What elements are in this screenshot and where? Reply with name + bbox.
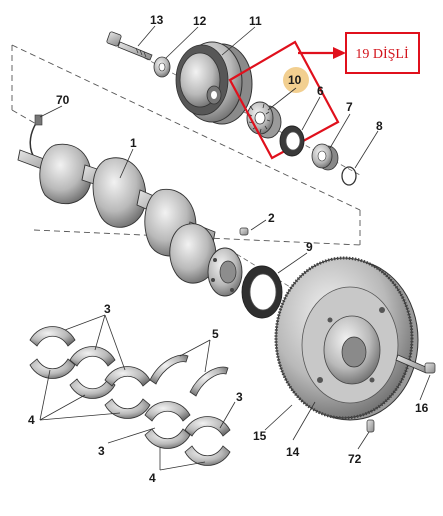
part-number-labels: 13 12 11 10 70 6 7 8 1 2 9 3 5 4 3 3 16 … [28, 13, 429, 485]
highlight-badge [283, 67, 309, 93]
pulley-bolt-part [106, 31, 153, 61]
label-4-left: 4 [28, 413, 35, 427]
label-7: 7 [346, 100, 353, 114]
callout-box [345, 32, 420, 74]
assembly-frame [11, 44, 361, 245]
label-11: 11 [249, 14, 262, 28]
label-15: 15 [253, 429, 267, 443]
callout-text: 19 DİŞLİ [355, 46, 409, 62]
flywheel-bolt-part [395, 354, 436, 374]
main-bearing-shells-lower [144, 401, 231, 466]
rear-oil-seal-part [241, 265, 283, 319]
crankshaft-pulley-part [175, 41, 253, 125]
label-3-right: 3 [236, 390, 243, 404]
locating-pin-part [366, 419, 375, 433]
label-8: 8 [376, 119, 383, 133]
crankshaft-part [17, 143, 243, 297]
label-12: 12 [193, 14, 207, 28]
bearing-part [311, 143, 339, 171]
label-5: 5 [212, 327, 219, 341]
label-14: 14 [286, 445, 300, 459]
label-4-bottom: 4 [149, 471, 156, 485]
thrust-washers [149, 354, 229, 397]
label-3-top: 3 [104, 302, 111, 316]
leader-lines [39, 25, 431, 471]
label-70: 70 [56, 93, 70, 107]
label-6: 6 [317, 84, 324, 98]
highlight-frame [228, 40, 340, 160]
o-ring-part [341, 166, 357, 186]
washer-part [153, 56, 171, 78]
main-bearing-shells [29, 326, 151, 419]
oil-seal-part [279, 125, 305, 157]
flywheel-part [274, 256, 419, 421]
label-2: 2 [268, 211, 275, 225]
label-72: 72 [348, 452, 362, 466]
dowel-pin-part [239, 227, 249, 236]
timing-sprocket-part [246, 101, 282, 139]
label-9: 9 [306, 240, 313, 254]
label-3-bottom: 3 [98, 444, 105, 458]
label-10: 10 [288, 73, 302, 87]
label-1: 1 [130, 136, 137, 150]
label-16: 16 [415, 401, 429, 415]
label-13: 13 [150, 13, 164, 27]
callout-arrowhead [333, 47, 346, 59]
